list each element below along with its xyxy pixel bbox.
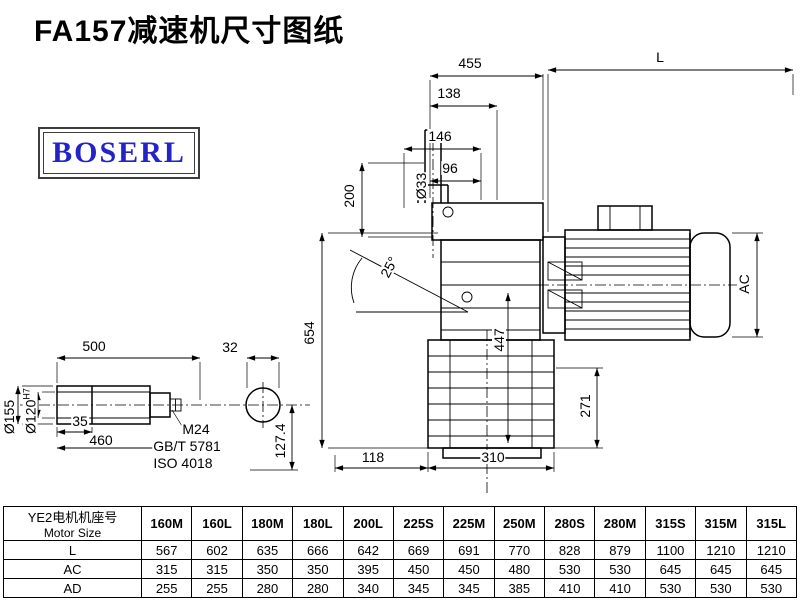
table-row-L: L 567 602 635 666 642 669 691 770 828 87… xyxy=(3,540,797,560)
motor-outline xyxy=(542,205,731,341)
dim-96: 96 xyxy=(441,160,459,176)
extension-lines xyxy=(22,74,794,472)
col-header-180L: 180L xyxy=(292,506,344,541)
cell-L-0: 567 xyxy=(140,540,193,560)
dim-455: 455 xyxy=(457,55,483,71)
col-header-160M: 160M xyxy=(140,506,193,541)
cell-AD-0: 255 xyxy=(140,578,193,598)
cell-AC-7: 480 xyxy=(493,559,546,579)
cell-L-10: 1100 xyxy=(644,540,697,560)
cell-L-12: 1210 xyxy=(745,540,797,560)
dim-dia155: Ø155 xyxy=(1,398,17,436)
cell-AD-10: 530 xyxy=(644,578,697,598)
dim-146: 146 xyxy=(427,128,453,144)
cell-AD-2: 280 xyxy=(241,578,294,598)
cell-AC-0: 315 xyxy=(140,559,193,579)
page-title: FA157减速机尺寸图纸 xyxy=(34,15,345,48)
dim-310: 310 xyxy=(480,449,506,465)
cell-AC-2: 350 xyxy=(241,559,294,579)
cell-L-5: 669 xyxy=(392,540,445,560)
cell-AC-12: 645 xyxy=(745,559,797,579)
col-header-315L: 315L xyxy=(745,506,797,541)
cell-AD-5: 345 xyxy=(392,578,445,598)
dim-32: 32 xyxy=(221,339,239,355)
cell-AC-5: 450 xyxy=(392,559,445,579)
label-gbt-5781: GB/T 5781 xyxy=(152,438,222,454)
cell-AC-4: 395 xyxy=(342,559,394,579)
cell-L-3: 666 xyxy=(292,540,344,560)
cell-L-6: 691 xyxy=(443,540,495,560)
col-header-315S: 315S xyxy=(644,506,697,541)
dim-127-4: 127.4 xyxy=(272,422,288,460)
row-label-L: L xyxy=(3,540,142,560)
col-header-250M: 250M xyxy=(493,506,546,541)
col-header-315M: 315M xyxy=(695,506,747,541)
output-shaft-view xyxy=(56,385,281,427)
dim-138: 138 xyxy=(436,85,462,101)
cell-L-4: 642 xyxy=(342,540,394,560)
boserl-logo: BOSERL xyxy=(38,127,200,179)
dim-500: 500 xyxy=(81,338,107,354)
cell-AC-6: 450 xyxy=(443,559,495,579)
label-iso-4018: ISO 4018 xyxy=(152,455,214,471)
cell-AD-11: 530 xyxy=(695,578,747,598)
dim-dia33: Ø33 xyxy=(413,171,429,201)
cell-AD-6: 345 xyxy=(443,578,495,598)
dim-dia120: Ø120H7 xyxy=(21,387,39,435)
dim-200: 200 xyxy=(341,183,357,209)
dim-447: 447 xyxy=(491,327,507,353)
cell-AD-4: 340 xyxy=(342,578,394,598)
cell-AD-3: 280 xyxy=(292,578,344,598)
motor-size-header-cn: YE2电机机座号 xyxy=(27,510,118,525)
label-m24: M24 xyxy=(181,421,211,437)
dim-35: 35 xyxy=(71,413,89,429)
dim-L: L xyxy=(655,49,665,65)
centerlines xyxy=(20,140,742,495)
cell-AC-10: 645 xyxy=(644,559,697,579)
boserl-logo-text: BOSERL xyxy=(52,136,186,169)
cell-L-11: 1210 xyxy=(695,540,747,560)
table-row-AD: AD 255 255 280 280 340 345 345 385 410 4… xyxy=(3,578,797,598)
cell-L-7: 770 xyxy=(493,540,546,560)
dim-654: 654 xyxy=(301,320,317,346)
col-header-280M: 280M xyxy=(594,506,646,541)
col-header-180M: 180M xyxy=(241,506,294,541)
dim-AC: AC xyxy=(736,273,752,295)
dim-118: 118 xyxy=(360,449,386,465)
cell-L-8: 828 xyxy=(543,540,596,560)
cell-AC-9: 530 xyxy=(594,559,646,579)
table-row-AC: AC 315 315 350 350 395 450 450 480 530 5… xyxy=(3,559,797,579)
cell-AC-3: 350 xyxy=(292,559,344,579)
col-header-225S: 225S xyxy=(392,506,445,541)
cell-AC-11: 645 xyxy=(695,559,747,579)
dim-460: 460 xyxy=(88,432,114,448)
cell-AC-8: 530 xyxy=(543,559,596,579)
cell-AD-7: 385 xyxy=(493,578,546,598)
row-label-AD: AD xyxy=(3,578,142,598)
dim-dia120-base: Ø120 xyxy=(22,399,39,434)
col-header-160L: 160L xyxy=(191,506,243,541)
col-header-225M: 225M xyxy=(443,506,495,541)
cell-L-9: 879 xyxy=(594,540,646,560)
gearbox-outline xyxy=(349,129,555,459)
cell-AD-12: 530 xyxy=(745,578,797,598)
dim-271: 271 xyxy=(577,393,593,419)
cell-AD-9: 410 xyxy=(594,578,646,598)
cell-AD-8: 410 xyxy=(543,578,596,598)
cell-L-1: 602 xyxy=(191,540,243,560)
boserl-logo-frame: BOSERL xyxy=(43,132,195,174)
cell-L-2: 635 xyxy=(241,540,294,560)
dimension-lines xyxy=(15,67,793,471)
col-header-200L: 200L xyxy=(342,506,394,541)
row-label-AC: AC xyxy=(3,559,142,579)
cell-AD-1: 255 xyxy=(191,578,243,598)
dim-dia120-tolerance: H7 xyxy=(21,388,32,400)
col-header-280S: 280S xyxy=(543,506,596,541)
motor-size-header-en: Motor Size xyxy=(43,526,102,540)
cell-AC-1: 315 xyxy=(191,559,243,579)
